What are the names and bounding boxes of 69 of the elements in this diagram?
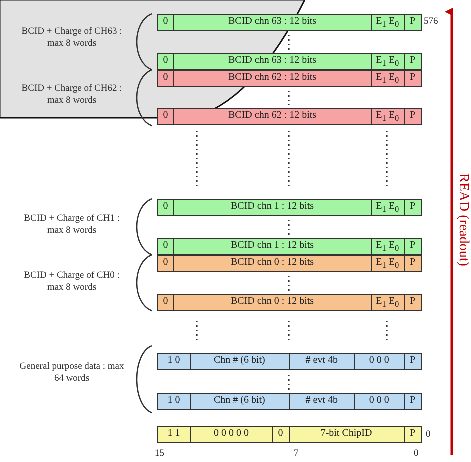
bit-field: E$_{1}$ E$_{0}$	[372, 15, 405, 30]
bit-field: 0	[158, 200, 174, 215]
bit-field: 0	[158, 54, 174, 69]
bit-field: 1 0	[158, 394, 191, 409]
bit-field: P	[404, 295, 421, 310]
bit-field: 1 0	[158, 354, 191, 369]
group-label: BCID + Charge of CH0 : max 8 words	[23, 270, 121, 294]
bit-field: 0 0 0 0 0	[190, 427, 274, 442]
bit-field: BCID chn 62 : 12 bits	[174, 109, 372, 124]
bit-field: 0	[158, 71, 174, 86]
bit-field: 0	[158, 15, 174, 30]
data-word-row	[157, 238, 422, 255]
bit-field: 1 1	[158, 427, 191, 442]
bit-field: P	[404, 109, 421, 124]
bit-count: 576	[424, 16, 440, 28]
bit-field: 0	[158, 109, 174, 124]
bit-field: P	[404, 427, 421, 442]
group-label: General purpose data : max 64 words	[18, 361, 126, 385]
bit-field: BCID chn 0 : 12 bits	[174, 295, 372, 310]
bit-field: P	[404, 354, 421, 369]
bit-field: 0 0 0	[355, 394, 405, 409]
bit-field: # evt 4b	[290, 394, 356, 409]
group-label: BCID + Charge of CH1 : max 8 words	[23, 213, 121, 237]
group-label: BCID + Charge of CH63 : max 8 words	[20, 26, 124, 50]
data-word-row	[157, 255, 422, 272]
bit-field: BCID chn 63 : 12 bits	[174, 54, 372, 69]
bit-field: P	[404, 71, 421, 86]
data-word-row	[157, 14, 422, 31]
bit-field: BCID chn 62 : 12 bits	[174, 71, 372, 86]
bit-field: P	[404, 15, 421, 30]
bit-index: 15	[155, 448, 166, 460]
bit-field: E$_{1}$ E$_{0}$	[372, 200, 405, 215]
bit-field: P	[404, 239, 421, 254]
data-word-row	[157, 199, 422, 216]
direction-label: READ (readout)	[455, 172, 471, 268]
bit-field: E$_{1}$ E$_{0}$	[372, 54, 405, 69]
bit-field: 0	[273, 427, 290, 442]
data-word-row	[157, 353, 422, 370]
bit-field: E$_{1}$ E$_{0}$	[372, 71, 405, 86]
bit-field: E$_{1}$ E$_{0}$	[372, 109, 405, 124]
bit-field: Chn # (6 bit)	[190, 394, 290, 409]
bit-field: BCID chn 0 : 12 bits	[174, 256, 372, 271]
data-word-row	[157, 108, 422, 125]
bit-index: 7	[294, 448, 300, 460]
bit-field: 0	[158, 256, 174, 271]
group-label: BCID + Charge of CH62 : max 8 words	[20, 83, 124, 107]
bit-field: 0 0 0	[355, 354, 405, 369]
bit-field: 7-bit ChipID	[290, 427, 405, 442]
bit-field: P	[404, 200, 421, 215]
bit-field: E$_{1}$ E$_{0}$	[372, 239, 405, 254]
bit-field: P	[404, 394, 421, 409]
data-word-row	[157, 53, 422, 70]
bit-field: # evt 4b	[290, 354, 356, 369]
bit-field: 0	[158, 239, 174, 254]
bit-field: Chn # (6 bit)	[190, 354, 290, 369]
bit-field: P	[404, 256, 421, 271]
bit-field: BCID chn 1 : 12 bits	[174, 239, 372, 254]
data-word-row	[157, 70, 422, 87]
bit-field: E$_{1}$ E$_{0}$	[372, 256, 405, 271]
row-index: 0	[426, 429, 432, 441]
bit-field: BCID chn 1 : 12 bits	[174, 200, 372, 215]
bit-field: E$_{1}$ E$_{0}$	[372, 295, 405, 310]
bit-index: 0	[414, 448, 420, 460]
data-word-row	[157, 393, 422, 410]
data-word-row	[157, 426, 422, 443]
bit-field: P	[404, 54, 421, 69]
bit-field: BCID chn 63 : 12 bits	[174, 15, 372, 30]
bit-field: 0	[158, 295, 174, 310]
data-word-row	[157, 294, 422, 311]
